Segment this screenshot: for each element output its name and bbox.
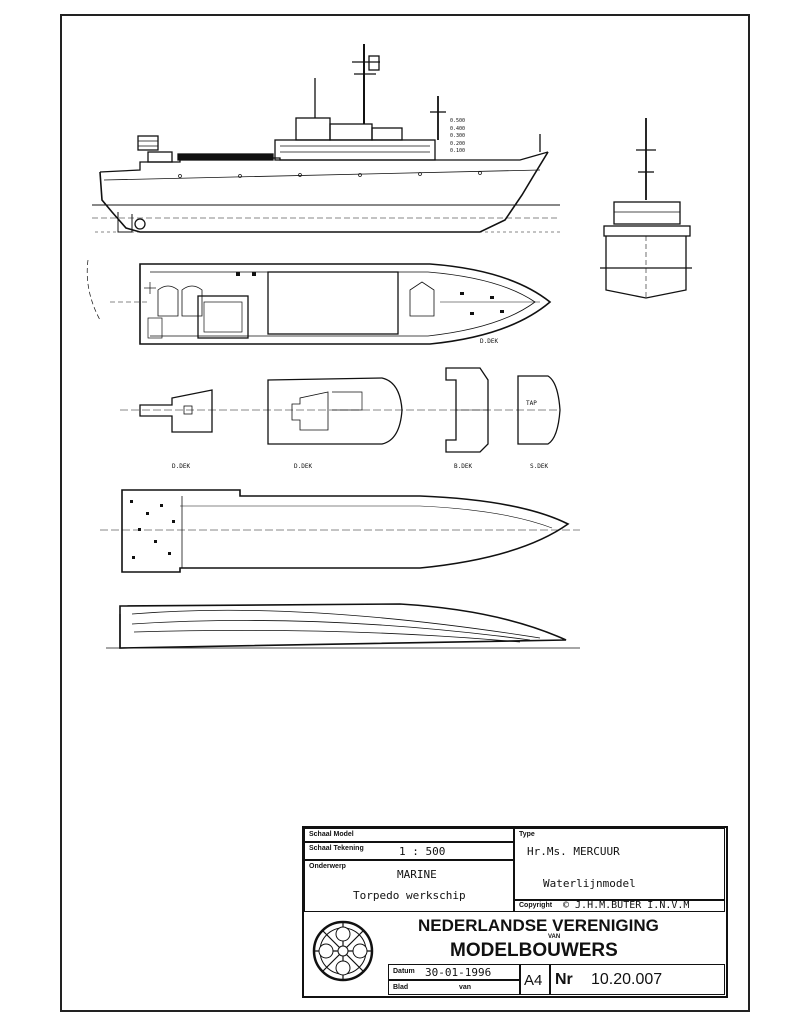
deck-label-3: D.DEK xyxy=(294,463,313,470)
deck-label-2: D.DEK xyxy=(172,463,191,470)
title-block: Schaal Model Schaal Tekening 1 : 500 Ond… xyxy=(302,826,728,998)
blad-cell: Blad van xyxy=(388,980,520,995)
deck-label-5: S.DEK xyxy=(530,463,549,470)
format-value: A4 xyxy=(524,972,543,989)
deck-label-4: B.DEK xyxy=(454,463,473,470)
organisation-name-line1: NEDERLANDSE VERENIGING xyxy=(418,916,659,935)
copyright-label: Copyright xyxy=(519,902,553,909)
nvm-logo-icon xyxy=(312,920,374,982)
waterline-label: 0.100 xyxy=(450,148,466,154)
format-cell: A4 xyxy=(520,964,550,995)
copyright-value: © J.H.M.BUTER I.N.V.M xyxy=(563,900,690,911)
hull-lines-view xyxy=(106,603,580,649)
onderwerp-cell: Onderwerp MARINE Torpedo werkschip xyxy=(304,860,514,912)
nummer-value: 10.20.007 xyxy=(591,971,663,988)
blad-label: Blad xyxy=(393,984,409,991)
side-elevation-view xyxy=(92,44,560,233)
type-value-1: Hr.Ms. MERCUUR xyxy=(527,845,620,858)
onderwerp-value-1: MARINE xyxy=(397,868,437,881)
datum-label: Datum xyxy=(393,968,415,975)
schaal-tekening-label: Schaal Tekening xyxy=(309,845,364,852)
type-label: Type xyxy=(519,831,535,838)
onderwerp-value-2: Torpedo werkschip xyxy=(353,889,466,902)
deck-label-1: D.DEK xyxy=(480,338,499,345)
copyright-cell: Copyright © J.H.M.BUTER I.N.V.M xyxy=(514,900,725,912)
datum-value: 30-01-1996 xyxy=(425,966,492,979)
tap-label: TAP xyxy=(526,400,537,407)
datum-cell: Datum 30-01-1996 xyxy=(388,964,520,980)
schaal-model-label: Schaal Model xyxy=(309,831,354,838)
deck-sections-row xyxy=(120,367,561,453)
nummer-label: Nr xyxy=(555,971,573,988)
waterline-label: 0.300 xyxy=(450,133,466,139)
van-label: van xyxy=(459,984,472,991)
organisation-name-line2: MODELBOUWERS xyxy=(450,940,618,961)
waterline-label: 0.500 xyxy=(450,118,466,124)
organisation-van: VAN xyxy=(548,934,561,940)
nummer-cell: Nr 10.20.007 xyxy=(550,964,725,995)
front-elevation-view xyxy=(600,118,692,300)
schaal-tekening-cell: Schaal Tekening 1 : 500 xyxy=(304,842,514,860)
drawing-sheet-border xyxy=(60,14,750,1012)
hull-plan-view xyxy=(100,489,580,573)
type-value-2: Waterlijnmodel xyxy=(543,877,636,890)
type-cell: Type Hr.Ms. MERCUUR Waterlijnmodel xyxy=(514,828,725,900)
deck-plan-view xyxy=(86,259,552,345)
waterline-label: 0.200 xyxy=(450,140,466,147)
schaal-model-cell: Schaal Model xyxy=(304,828,514,842)
waterline-labels: 0.500 0.400 0.300 0.200 0.100 xyxy=(450,118,465,156)
schaal-tekening-value: 1 : 500 xyxy=(399,845,446,858)
waterline-label: 0.400 xyxy=(450,125,466,132)
onderwerp-label: Onderwerp xyxy=(309,863,346,870)
